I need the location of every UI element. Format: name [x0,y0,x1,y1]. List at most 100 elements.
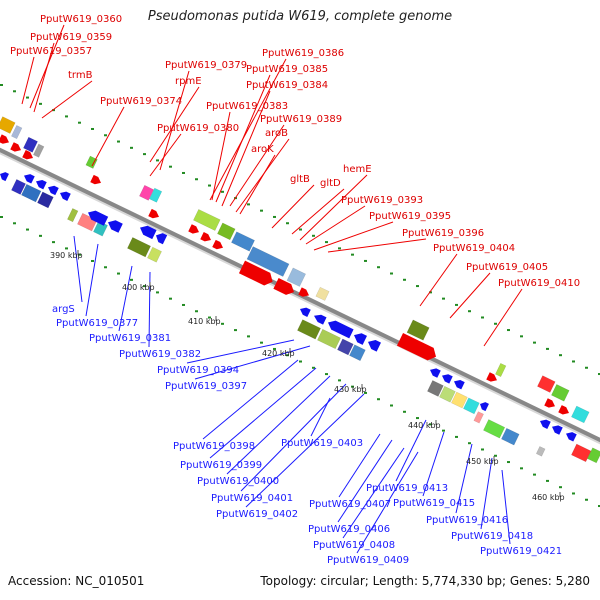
gene-label-reverse: PputW619_0398 [173,441,255,452]
leader-line [313,221,394,251]
gene-feature [85,155,98,169]
track-dot [351,253,354,256]
gene-box [535,446,546,457]
gene-box [246,246,290,277]
track-dot [182,303,185,306]
track-dot [299,360,302,363]
gene-label-reverse: PputW619_0400 [197,476,279,487]
track-dot [260,209,263,212]
gene-feature [11,179,26,195]
gene-feature [193,208,221,231]
leader-line [356,451,419,554]
track-dot [299,228,302,231]
forward-gene-arrow [486,372,498,382]
track-dot [403,410,406,413]
tick-label: 390 kbp [50,251,83,260]
gene-feature [495,362,507,378]
gene-feature [451,391,468,409]
track-dot [325,373,328,376]
track-dot [52,241,55,244]
leader-line [215,74,271,203]
track-dot [481,316,484,319]
gene-label-reverse: PputW619_0407 [309,499,391,510]
gene-label-reverse: PputW619_0421 [480,546,562,557]
gene-box [451,391,468,409]
reverse-gene-arrow [156,233,168,245]
reverse-gene-arrow [442,374,453,384]
gene-label-reverse: PputW619_0409 [327,555,409,566]
reverse-gene-arrow [140,225,157,240]
leader-line [395,419,427,482]
gene-box [473,411,484,424]
gene-label-forward: PputW619_0383 [206,101,288,112]
gene-box [77,212,98,232]
leader-line [239,154,276,215]
gene-feature [566,432,577,442]
gene-label-forward: PputW619_0405 [466,262,548,273]
track-dot [26,228,29,231]
gene-label-reverse: PputW619_0377 [56,318,138,329]
gene-label-forward: PputW619_0357 [10,46,92,57]
gene-feature [337,338,354,356]
leader-line [149,86,200,163]
gene-feature [22,149,34,160]
gene-label-reverse: PputW619_0418 [451,531,533,542]
gene-box [193,208,221,231]
track-dot [481,448,484,451]
track-dot [507,329,510,332]
track-dot [468,442,471,445]
gene-feature [33,143,45,158]
tick-label: 400 kbp [122,283,155,292]
gene-box [337,338,354,356]
reverse-gene-arrow [368,339,381,352]
gene-feature [11,125,23,140]
leader-line [480,457,493,530]
track-dot [390,272,393,275]
gene-box [67,208,79,223]
track-dot [208,184,211,187]
leader-line [419,253,458,307]
gene-label-forward: PputW619_0389 [260,114,342,125]
gene-box [297,319,321,340]
gene-feature [480,402,489,412]
track-dot [390,404,393,407]
track-dot [156,159,159,162]
track-dot [338,379,341,382]
gene-feature [537,375,556,393]
gene-feature [571,443,592,463]
gene-label-reverse: PputW619_0408 [313,540,395,551]
gene-feature [430,368,441,378]
gene-feature [148,208,160,219]
track-dot [0,84,3,86]
track-dot [286,222,289,225]
gene-label-forward: gltD [320,178,341,189]
reverse-gene-arrow [48,185,59,196]
track-dot [416,285,419,288]
gene-label-forward: PputW619_0410 [498,278,580,289]
leader-line [118,265,133,332]
gene-label-forward: PputW619_0360 [40,14,122,25]
gene-feature [300,307,311,317]
gene-label-forward: hemE [343,164,372,175]
tick-label: 450 kbp [466,457,499,466]
track-dot [455,303,458,306]
track-dot [169,297,172,300]
gene-box [149,187,163,203]
gene-feature [486,372,498,382]
track-dot [546,347,549,350]
track-dot [78,253,81,256]
tick-label: 460 kbp [532,493,565,502]
track-dot [559,486,562,489]
gene-box [501,427,520,446]
reverse-gene-arrow [300,307,311,317]
forward-gene-arrow [544,398,556,408]
track-dot [494,322,497,325]
gene-box [85,155,98,169]
gene-feature [571,405,590,424]
track-dot [182,171,185,174]
forward-gene-arrow [10,142,22,152]
gene-label-reverse: PputW619_0413 [366,483,448,494]
gene-label-reverse: PputW619_0394 [157,365,239,376]
reverse-gene-arrow [430,368,441,378]
gene-feature [60,191,71,201]
